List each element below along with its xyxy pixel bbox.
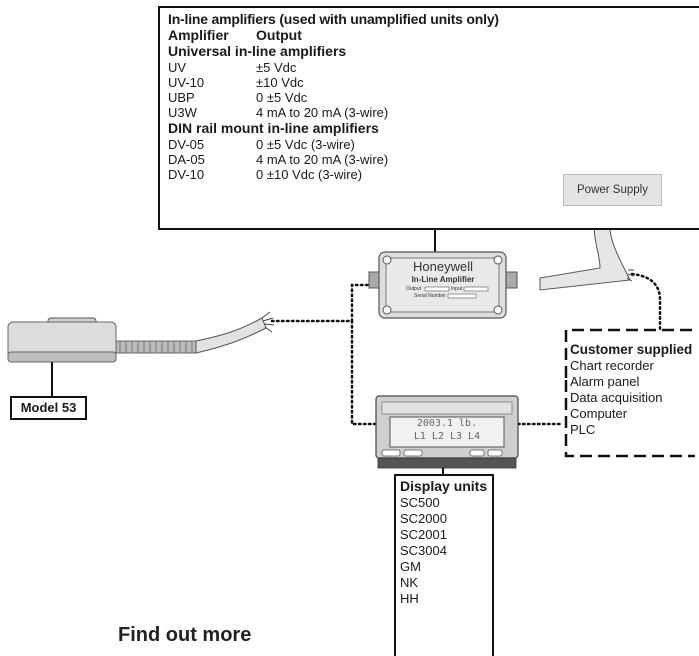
amplifiers-column-headers: Amplifier Output	[168, 27, 699, 43]
amplifier-serial-label: Serial Number	[414, 293, 446, 299]
amplifier-row: DV-05 0 ±5 Vdc (3-wire)	[168, 137, 699, 152]
amplifier-output: ±5 Vdc	[256, 60, 297, 75]
customer-item: Data acquisition	[570, 390, 663, 405]
column-header-output: Output	[256, 27, 302, 43]
display-line-1: 2003.1 lb.	[416, 418, 478, 429]
amplifier-row: U3W 4 mA to 20 mA (3-wire)	[168, 105, 699, 120]
amplifier-code: UV-10	[168, 75, 205, 90]
amplifier-row: UV-10 ±10 Vdc	[168, 75, 699, 90]
amplifier-output: ±10 Vdc	[256, 75, 304, 90]
customer-box-border	[564, 328, 695, 458]
amplifier-code: U3W	[168, 105, 197, 120]
display-device-body	[375, 395, 519, 469]
amplifier-row: UBP 0 ±5 Vdc	[168, 90, 699, 105]
amplifier-device-body	[368, 251, 518, 319]
amplifier-code: UBP	[168, 90, 195, 105]
amplifier-row: UV ±5 Vdc	[168, 60, 699, 75]
customer-item: Chart recorder	[570, 358, 654, 373]
display-units-heading: Display units	[400, 478, 488, 494]
model-53-label: Model 53	[20, 400, 77, 415]
column-header-amplifier: Amplifier	[168, 27, 229, 43]
display-unit-item: HH	[400, 591, 419, 606]
customer-item: Computer	[570, 406, 628, 421]
amplifier-code: UV	[168, 60, 187, 75]
amplifier-code: DA-05	[168, 152, 205, 167]
customer-supplied-box: Customer supplied Chart recorder Alarm p…	[570, 342, 698, 438]
amplifiers-box-title: In-line amplifiers (used with unamplifie…	[168, 11, 499, 27]
customer-item: Alarm panel	[570, 374, 640, 389]
amplifier-output-label: Output	[406, 286, 422, 292]
amplifier-output: 0 ±5 Vdc (3-wire)	[256, 137, 355, 152]
amplifier-output: 0 ±10 Vdc (3-wire)	[256, 167, 363, 182]
power-supply-box: Power Supply	[563, 174, 662, 206]
amplifier-row: DA-05 4 mA to 20 mA (3-wire)	[168, 152, 699, 167]
amplifier-output: 4 mA to 20 mA (3-wire)	[256, 152, 389, 167]
amplifier-brand: Honeywell	[413, 259, 473, 274]
display-unit-item: SC2001	[400, 527, 447, 542]
customer-supplied-heading: Customer supplied	[570, 342, 693, 357]
display-unit-item: NK	[400, 575, 419, 590]
din-heading: DIN rail mount in-line amplifiers	[168, 120, 379, 136]
display-unit-item: GM	[400, 559, 421, 574]
power-supply-label: Power Supply	[577, 184, 648, 196]
universal-heading: Universal in-line amplifiers	[168, 43, 347, 59]
display-units-box: Display units SC500 SC2000 SC2001 SC3004…	[394, 474, 494, 656]
display-unit-item: SC500	[400, 495, 440, 510]
load-cell-device	[7, 317, 117, 363]
dotted-wires	[270, 272, 662, 426]
display-unit-item: SC3004	[400, 543, 447, 558]
amplifier-input-label: Input	[451, 286, 463, 292]
amplifier-code: DV-05	[168, 137, 205, 152]
amplifier-row: DV-10 0 ±10 Vdc (3-wire)	[168, 167, 699, 182]
amplifier-code: DV-10	[168, 167, 205, 182]
amplifier-name: In-Line Amplifier	[411, 275, 475, 284]
model-53-label-box: Model 53	[10, 396, 87, 420]
find-out-more-heading: Find out more	[118, 624, 252, 646]
display-line-2: L1 L2 L3 L4	[413, 431, 481, 442]
display-unit-item: SC2000	[400, 511, 447, 526]
load-cell-cable	[115, 311, 275, 354]
amplifier-output: 0 ±5 Vdc	[256, 90, 308, 105]
amplifier-output: 4 mA to 20 mA (3-wire)	[256, 105, 389, 120]
customer-item: PLC	[570, 422, 596, 437]
